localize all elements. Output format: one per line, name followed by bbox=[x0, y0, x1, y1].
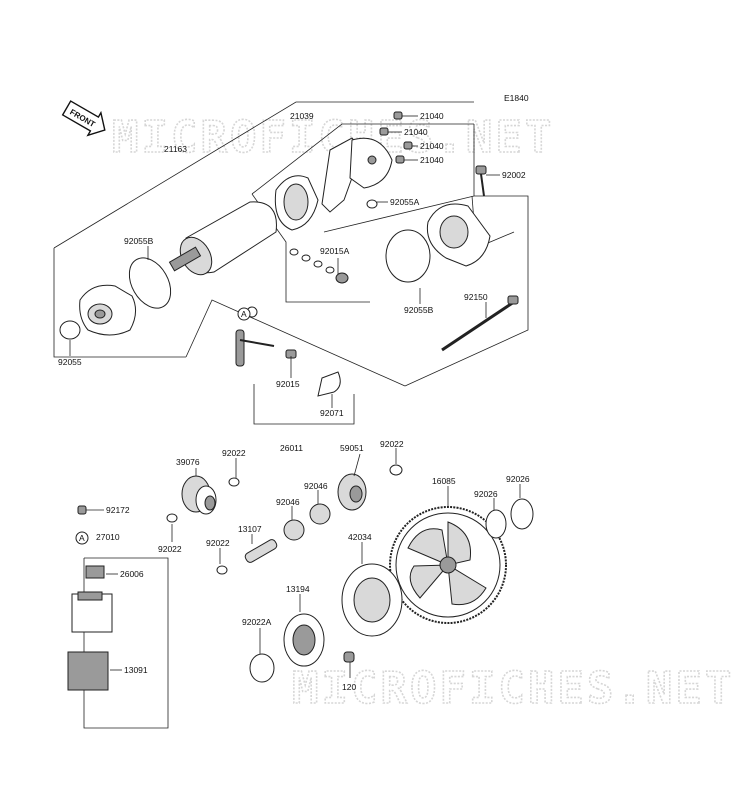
rear-end-cover bbox=[426, 203, 491, 267]
part-label-92022-c: 92022 bbox=[158, 544, 182, 554]
part-label-92022a: 92022A bbox=[242, 617, 272, 627]
ref-marker-left bbox=[75, 531, 89, 545]
motor-yoke bbox=[168, 201, 277, 276]
ref-marker-left-label: A bbox=[79, 533, 85, 543]
washer-92022-d bbox=[216, 565, 228, 575]
part-label-92046-a: 92046 bbox=[276, 497, 300, 507]
part-label-92002: 92002 bbox=[502, 170, 526, 180]
part-label-39076: 39076 bbox=[176, 457, 200, 467]
washer-92022-c bbox=[166, 513, 178, 523]
part-label-92022-b: 92022 bbox=[380, 439, 404, 449]
part-label-26006: 26006 bbox=[120, 569, 144, 579]
long-bolt-92150 bbox=[441, 295, 519, 352]
part-label-92015: 92015 bbox=[276, 379, 300, 389]
part-label-27010: 27010 bbox=[96, 532, 120, 542]
brush-assembly bbox=[321, 137, 393, 213]
part-label-92022-a: 92022 bbox=[222, 448, 246, 458]
shaft-13107 bbox=[244, 539, 278, 563]
assembly-outline-right bbox=[323, 195, 529, 387]
o-ring-92055b-right bbox=[385, 229, 431, 283]
part-label-92046-b: 92046 bbox=[304, 481, 328, 491]
ref-marker-top bbox=[237, 307, 251, 321]
washer-92022a bbox=[249, 653, 275, 683]
clutch-13194 bbox=[283, 613, 325, 667]
washers-92026 bbox=[485, 498, 534, 539]
ref-marker-top-label: A bbox=[241, 309, 247, 319]
bolt-120 bbox=[343, 651, 355, 663]
part-label-21040-c: 21040 bbox=[420, 141, 444, 151]
washer-92022-a bbox=[228, 477, 240, 487]
part-label-59051: 59051 bbox=[340, 443, 364, 453]
cable-group-26011 bbox=[235, 306, 355, 425]
part-label-92055b-left: 92055B bbox=[124, 236, 154, 246]
part-label-16085: 16085 bbox=[432, 476, 456, 486]
gear-59051 bbox=[337, 473, 367, 511]
assembly-outline-21163 bbox=[53, 101, 474, 387]
part-label-92150: 92150 bbox=[464, 292, 488, 302]
gear-39076 bbox=[181, 475, 217, 515]
part-label-92022-d: 92022 bbox=[206, 538, 230, 548]
part-label-21040-b: 21040 bbox=[404, 127, 428, 137]
part-label-92172: 92172 bbox=[106, 505, 130, 515]
part-label-13091: 13091 bbox=[124, 665, 148, 675]
o-ring-92055a bbox=[366, 199, 378, 209]
brush-holder-plate bbox=[274, 175, 319, 231]
part-label-92026-a: 92026 bbox=[474, 489, 498, 499]
part-labels: 21040 21040 21040 21040 21039 21163 9200… bbox=[58, 111, 530, 692]
part-label-21163: 21163 bbox=[164, 144, 187, 154]
bolt-92002 bbox=[475, 165, 487, 197]
part-label-92026-b: 92026 bbox=[506, 474, 530, 484]
bolt-92172 bbox=[77, 505, 87, 515]
leader-lines bbox=[69, 115, 521, 678]
part-label-92071: 92071 bbox=[320, 408, 344, 418]
part-label-92055a: 92055A bbox=[390, 197, 420, 207]
part-label-120: 120 bbox=[342, 682, 356, 692]
front-end-cover bbox=[79, 284, 136, 336]
diagram-code: E1840 bbox=[504, 93, 529, 103]
relay-group-outline bbox=[83, 557, 169, 729]
front-arrow-icon: FRONT bbox=[61, 100, 106, 137]
washer-92022-b bbox=[389, 464, 403, 476]
screws-21040 bbox=[379, 111, 413, 164]
part-label-21040-d: 21040 bbox=[420, 155, 444, 165]
part-label-13194: 13194 bbox=[286, 584, 310, 594]
part-label-13107: 13107 bbox=[238, 524, 262, 534]
part-label-92055: 92055 bbox=[58, 357, 82, 367]
watermark-bottom: MICROFICHES.NET bbox=[292, 663, 734, 714]
part-label-92015a: 92015A bbox=[320, 246, 350, 256]
part-label-21039: 21039 bbox=[290, 111, 314, 121]
o-ring-92055b-left bbox=[128, 257, 172, 309]
needle-bearings-92046 bbox=[283, 503, 331, 541]
part-label-92055b-right: 92055B bbox=[404, 305, 434, 315]
part-label-21040-a: 21040 bbox=[420, 111, 444, 121]
one-way-clutch-42034 bbox=[341, 563, 403, 637]
part-label-26011: 26011 bbox=[280, 443, 303, 453]
relay-cover-13091 bbox=[67, 651, 109, 691]
o-ring-92055 bbox=[59, 320, 81, 340]
relay-27010 bbox=[71, 591, 113, 633]
washers-92015a bbox=[289, 248, 349, 284]
fuse-26006 bbox=[85, 565, 105, 579]
part-label-42034: 42034 bbox=[348, 532, 372, 542]
